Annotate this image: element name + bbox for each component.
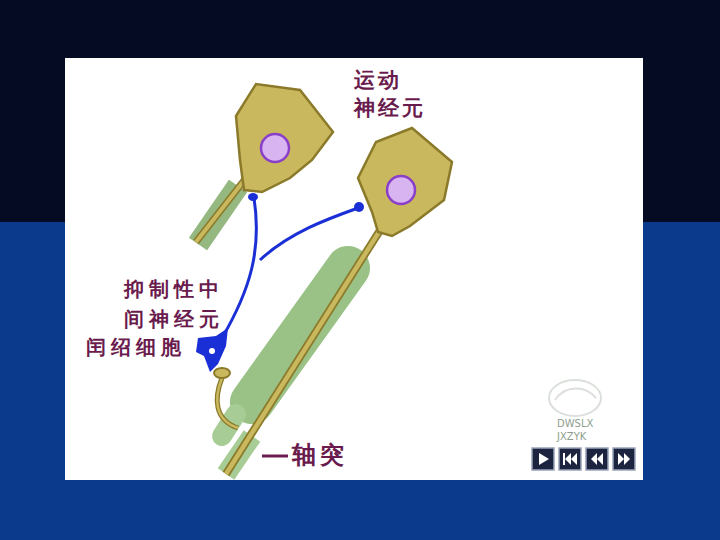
watermark-emblem [549, 380, 601, 416]
neuron-label: 运动 神经元 [354, 66, 444, 122]
nav-buttons [532, 448, 635, 470]
slide-panel [65, 58, 643, 480]
interneuron-label: 抑制性中 间神经元 [124, 274, 242, 334]
leader-line [262, 455, 288, 458]
right-axon [214, 224, 384, 474]
motor-neuron-right [358, 128, 452, 236]
motor-neuron-left [236, 84, 333, 192]
watermark: DWSLX [557, 418, 617, 430]
cell-name-label: 闰绍细胞 [86, 332, 204, 362]
axon-label: 轴突 [292, 440, 382, 470]
left-axon [196, 178, 246, 244]
watermark: JXZYK [557, 431, 617, 443]
